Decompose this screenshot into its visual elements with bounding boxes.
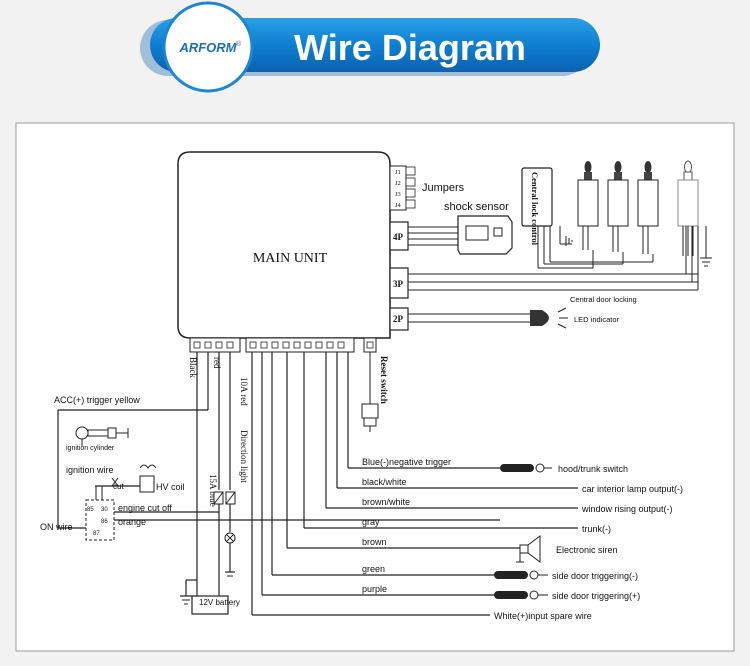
connector-3p bbox=[389, 267, 409, 299]
red-wire-label: red bbox=[212, 357, 222, 369]
ignition-circuit bbox=[57, 409, 500, 541]
reset-switch-label: Reset switch bbox=[379, 356, 389, 404]
red-10a-label: 10A red bbox=[239, 377, 249, 406]
led-indicator-label: LED indicator bbox=[574, 315, 620, 324]
jumper-j4: J4 bbox=[395, 202, 402, 209]
ignition-cylinder-label: ignition cylinder bbox=[66, 445, 115, 452]
wire-color-black-white: black/white bbox=[362, 477, 407, 487]
battery-label: 12V battery bbox=[199, 598, 240, 607]
main-unit bbox=[177, 151, 391, 339]
wire-target-siren: Electronic siren bbox=[556, 545, 618, 555]
wire-target-door-neg: side door triggering(-) bbox=[552, 571, 638, 581]
shock-sensor-label: shock sensor bbox=[444, 201, 509, 213]
connector-2p bbox=[389, 307, 409, 331]
wire-target-interior-lamp: car interior lamp output(-) bbox=[582, 484, 683, 494]
black-wire-label: Black bbox=[188, 357, 198, 378]
wire-target-trunk: trunk(-) bbox=[582, 524, 611, 534]
connector-3p-label: 3P bbox=[393, 279, 404, 289]
wire-color-purple: purple bbox=[362, 584, 387, 594]
on-wire-label: ON wire bbox=[40, 522, 73, 532]
connector-4p bbox=[389, 221, 409, 251]
jumpers: J1 J2 J3 J4 bbox=[389, 165, 416, 211]
output-wires bbox=[251, 352, 578, 616]
jumper-j3: J3 bbox=[395, 191, 401, 198]
brand-logo bbox=[164, 3, 252, 91]
led-indicator bbox=[408, 307, 568, 329]
wire-color-blue: Blue(-)negative trigger bbox=[362, 457, 451, 467]
shock-sensor bbox=[408, 215, 513, 255]
connector-2p-label: 2P bbox=[393, 314, 404, 324]
wire-color-brown-white: brown/white bbox=[362, 497, 410, 507]
brand-name: ARFORM bbox=[178, 40, 237, 55]
wire-target-door-pos: side door triggering(+) bbox=[552, 591, 640, 601]
wire-color-brown: brown bbox=[362, 537, 387, 547]
jumpers-label: Jumpers bbox=[422, 182, 465, 194]
blue-15a-label: 15A blue bbox=[208, 474, 218, 507]
relay-30-label: 30 bbox=[101, 507, 108, 513]
wire-target-spare: White(+)input spare wire bbox=[494, 611, 592, 621]
direction-light-label: Direction light bbox=[239, 430, 249, 483]
jumper-j1: J1 bbox=[395, 169, 401, 176]
relay-87-label: 87 bbox=[93, 531, 100, 537]
header-banner: ARFORM ® Wire Diagram bbox=[140, 1, 600, 93]
power-wires bbox=[180, 352, 236, 605]
hv-coil-label: HV coil bbox=[156, 482, 185, 492]
central-lock-control: Central lock control bbox=[521, 167, 573, 246]
central-lock-label: Central lock control bbox=[530, 172, 540, 246]
wire-color-gray: gray bbox=[362, 517, 380, 527]
wire-target-hood-trunk: hood/trunk switch bbox=[558, 464, 628, 474]
relay-86-label: 86 bbox=[101, 519, 108, 525]
relay-85-label: 85 bbox=[87, 507, 94, 513]
main-unit-label: MAIN UNIT bbox=[253, 251, 328, 266]
engine-cut-off-label: engine cut off bbox=[118, 503, 172, 513]
ignition-wire-label: ignition wire bbox=[66, 465, 114, 475]
central-door-locking-label: Central door locking bbox=[570, 295, 637, 304]
bottom-connectors bbox=[189, 337, 377, 353]
page-title: Wire Diagram bbox=[294, 27, 526, 68]
battery: 12V battery bbox=[191, 595, 240, 615]
central-locking-wires bbox=[408, 226, 699, 291]
jumper-j2: J2 bbox=[395, 180, 401, 187]
connector-4p-label: 4P bbox=[393, 232, 404, 242]
wire-target-window-rising: window rising output(-) bbox=[581, 504, 673, 514]
cut-label: cut bbox=[113, 482, 124, 491]
orange-label: orange bbox=[118, 517, 146, 527]
wire-color-green: green bbox=[362, 564, 385, 574]
reset-switch bbox=[361, 352, 379, 432]
brand-mark: ® bbox=[236, 40, 242, 48]
acc-trigger-label: ACC(+) trigger yellow bbox=[54, 395, 140, 405]
title-pill bbox=[150, 18, 600, 72]
actuators bbox=[577, 160, 712, 267]
